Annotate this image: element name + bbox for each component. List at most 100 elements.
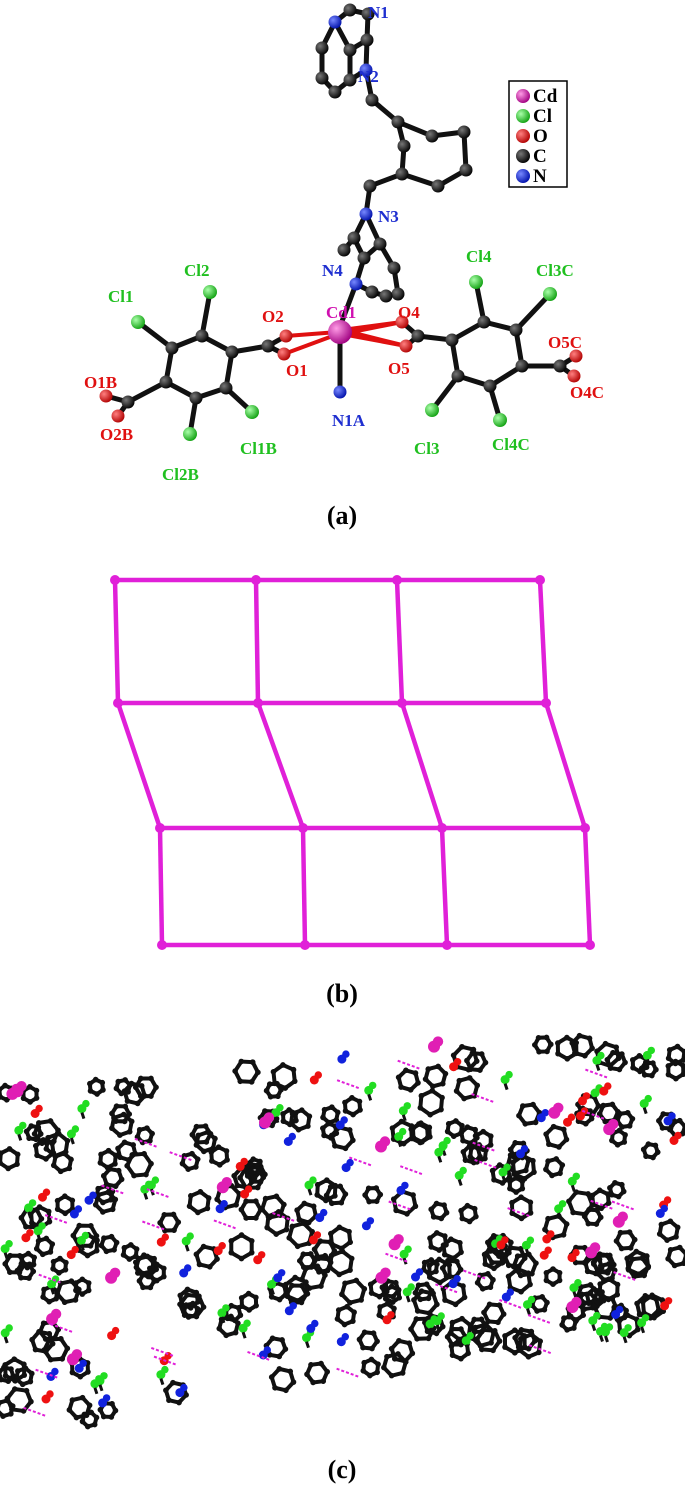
- packing-accent: [66, 1349, 83, 1366]
- packing-accent: [500, 1070, 513, 1091]
- packing-ring: [543, 1266, 563, 1287]
- packing-ring: [242, 1161, 263, 1181]
- net-node: [300, 940, 310, 950]
- packing-accent: [567, 1172, 580, 1192]
- packing-ring: [590, 1252, 615, 1275]
- packing-contact: [471, 1093, 494, 1103]
- packing-accent: [523, 1295, 536, 1316]
- atom-c: [509, 323, 523, 337]
- packing-accent: [308, 1231, 322, 1245]
- packing-ring: [14, 1261, 37, 1281]
- packing-accent: [0, 1324, 13, 1344]
- packing-accent: [179, 1264, 192, 1278]
- packing-ring: [263, 1080, 284, 1100]
- label-cl1: Cl1: [108, 287, 134, 306]
- packing-ring: [665, 1244, 685, 1269]
- atom-n: [333, 385, 347, 399]
- label-cl2: Cl2: [184, 261, 210, 280]
- packing-ring: [120, 1242, 140, 1262]
- packing-accent: [669, 1131, 682, 1145]
- atom-o: [279, 329, 293, 343]
- packing-ring: [109, 1103, 133, 1125]
- packing-accent: [599, 1082, 612, 1096]
- packing-contact: [590, 1199, 614, 1210]
- packing-accent: [398, 1102, 411, 1122]
- label-cd1: Cd1: [326, 303, 356, 322]
- packing-ring: [115, 1139, 139, 1163]
- atom-c: [395, 167, 409, 181]
- packing-ring: [259, 1193, 287, 1221]
- packing-accent: [660, 1297, 673, 1311]
- atom-c: [121, 395, 135, 409]
- atom-c: [343, 43, 357, 57]
- atom-c: [451, 369, 465, 383]
- packing-motifs: [0, 1032, 685, 1430]
- atom-o: [569, 349, 583, 363]
- packing-contact: [499, 1298, 522, 1309]
- label-o2: O2: [262, 307, 284, 326]
- packing-accent: [394, 1127, 407, 1148]
- packing-accent: [76, 1231, 90, 1251]
- packing-contact: [385, 1252, 408, 1263]
- packing-contact: [50, 1323, 73, 1333]
- packing-accent: [46, 1308, 62, 1325]
- atom-cl: [245, 405, 259, 419]
- packing-accent: [521, 1236, 535, 1256]
- atom-c: [445, 333, 459, 347]
- packing-contact: [528, 1344, 552, 1355]
- legend-label-c: C: [533, 146, 547, 167]
- packing-accent: [181, 1232, 194, 1252]
- packing-accent: [306, 1319, 319, 1333]
- packing-accent: [216, 1177, 232, 1194]
- net-node: [251, 575, 261, 585]
- packing-ring: [509, 1194, 534, 1222]
- atom-n: [359, 207, 373, 221]
- atom-c: [397, 139, 411, 153]
- packing-ring: [50, 1150, 74, 1175]
- packing-ring: [422, 1312, 446, 1337]
- label-cl4c: Cl4C: [492, 435, 530, 454]
- packing-accent: [146, 1176, 160, 1196]
- atom-c: [347, 231, 361, 245]
- packing-ring: [179, 1150, 201, 1172]
- net-node: [155, 823, 165, 833]
- packing-ring: [193, 1243, 220, 1270]
- label-o2b: O2B: [100, 425, 133, 444]
- packing-ring: [408, 1315, 437, 1342]
- packing-ring: [79, 1409, 100, 1430]
- packing-ring: [296, 1251, 318, 1271]
- packing-accent: [536, 1109, 549, 1123]
- atom-labels: N1 N2 N3 N4 N1A Cd1 Cl1 Cl2 Cl1B Cl2B Cl…: [84, 3, 604, 484]
- atom-c: [391, 287, 405, 301]
- packing-ring: [133, 1253, 157, 1277]
- panel-b-net: [112, 577, 593, 948]
- packing-ring: [512, 1327, 538, 1352]
- legend-label-cd: Cd: [533, 86, 558, 107]
- packing-contact: [336, 1367, 359, 1378]
- packing-accent: [41, 1390, 54, 1404]
- atom-cl: [543, 287, 557, 301]
- packing-accent: [364, 1081, 377, 1101]
- packing-accent: [107, 1326, 120, 1341]
- packing-accent: [612, 1211, 628, 1228]
- packing-accent: [0, 1240, 13, 1260]
- packing-accent: [24, 1199, 37, 1219]
- packing-ring: [597, 1276, 621, 1303]
- packing-contact: [397, 1059, 421, 1070]
- atom-c: [391, 115, 405, 129]
- atom-c: [363, 179, 377, 193]
- packing-accent: [592, 1051, 605, 1071]
- atom-c: [373, 237, 387, 251]
- packing-ring: [381, 1351, 409, 1379]
- packing-ring: [532, 1034, 554, 1055]
- cd-atom: [328, 320, 352, 344]
- atom-c: [219, 381, 233, 395]
- atoms: [99, 3, 583, 441]
- packing-ring: [98, 1233, 120, 1255]
- packing-accent: [213, 1242, 226, 1256]
- packing-contact: [613, 1271, 636, 1282]
- packing-accent: [434, 1143, 447, 1163]
- packing-ring: [356, 1329, 380, 1352]
- packing-contact: [169, 1151, 193, 1162]
- packing-ring: [304, 1360, 331, 1386]
